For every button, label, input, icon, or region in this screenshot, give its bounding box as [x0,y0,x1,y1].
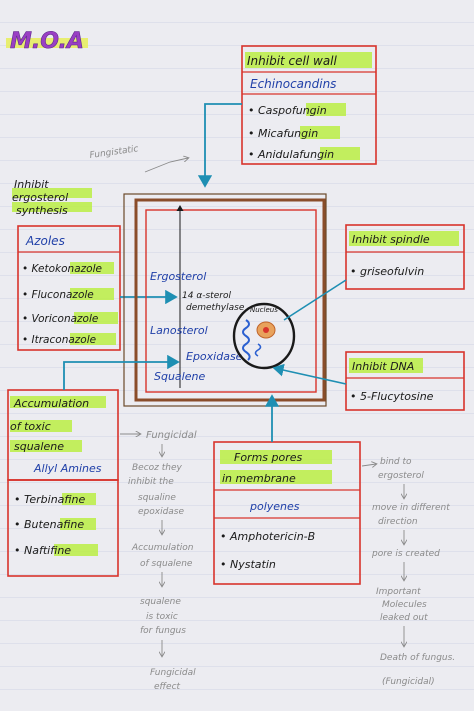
cell-outer-border [123,193,327,407]
arrow-allylamines [63,354,180,390]
arrow-cell-wall [197,103,242,188]
svg-text:is toxic: is toxic [146,612,178,622]
squalene-heading-3: squalene [14,440,64,453]
drug-flucytosine: • 5-Flucytosine [350,390,434,403]
svg-text:move in different: move in different [372,503,450,513]
page-title: M.O.A [10,29,84,54]
spindle-heading: Inhibit spindle [352,233,430,246]
pores-heading-1: Forms pores [234,451,303,464]
svg-text:ergosterol: ergosterol [378,471,424,481]
ergosterol-heading-2: ergosterol [12,191,68,204]
cell-membrane [145,209,317,393]
drug-amphotericin-b: • Amphotericin-B [220,530,315,543]
dna-strand-icon [242,319,251,361]
polyenes-label: polyenes [249,500,300,513]
enzyme-label-2: demethylase [186,303,245,313]
arrow-spindle [283,279,347,321]
drug-micafungin: • Micafungin [248,127,318,140]
arrow-dna [272,363,347,385]
ergosterol-heading-1: Inhibit [14,178,49,191]
fungicidal-steps: Becoz they inhibit the squaline epoxidas… [128,463,196,692]
svg-text:inhibit the: inhibit the [128,477,174,487]
svg-text:leaked out: leaked out [380,613,428,623]
dna-heading: Inhibit DNA [352,360,414,373]
drug-anidulafungin: • Anidulafungin [248,148,334,161]
svg-text:squalene: squalene [140,597,181,607]
svg-text:Molecules: Molecules [382,600,427,610]
allyl-amines-label: Allyl Amines [33,462,102,475]
svg-text:epoxidase: epoxidase [138,507,185,517]
cell-wall-box [241,45,377,165]
svg-text:Accumulation: Accumulation [131,543,194,553]
drug-fluconazole: • Fluconazole [22,289,94,301]
squalene-heading-1: Accumulation [13,397,89,410]
drug-caspofungin: • Caspofungin [248,104,327,117]
azoles-box [17,225,121,351]
epoxidase-label: Epoxidase [186,350,243,363]
allyl-amines-box [7,479,119,577]
enzyme-label-1: 14 α-sterol [182,291,231,301]
spindle-box [345,224,465,290]
title-highlight [6,38,88,48]
echinocandins-label: Echinocandins [250,77,336,91]
pores-heading-2: in membrane [222,472,296,485]
svg-text:(Fungicidal): (Fungicidal) [382,677,435,687]
svg-text:squaline: squaline [138,493,176,503]
svg-text:Death of fungus.: Death of fungus. [380,653,455,663]
svg-text:direction: direction [378,517,418,527]
fungistatic-arrow [144,158,188,173]
svg-text:Becoz they: Becoz they [132,463,183,473]
nucleus-label: Nucleus [250,306,278,314]
dna-box [345,351,465,411]
drug-griseofulvin: • griseofulvin [350,265,424,278]
cell-wall-heading-highlight [245,52,372,68]
svg-text:of squalene: of squalene [140,559,193,569]
svg-text:pore is created: pore is created [371,549,440,559]
svg-text:for fungus: for fungus [140,626,186,636]
pores-box [213,441,361,585]
svg-text:bind to: bind to [380,457,412,467]
drug-ketokonazole: • Ketokonazole [22,263,102,275]
squalene-label: Squalene [154,370,205,383]
fungicidal-label: Fungicidal [146,430,197,441]
fungistatic-note: Fungistatic [89,144,139,161]
drug-butenafine: • Butenafine [14,518,84,531]
svg-text:effect: effect [154,682,181,692]
drug-itraconazole: • Itraconazole [22,334,96,346]
cell-wall [134,198,326,402]
svg-text:Fungicidal: Fungicidal [150,668,196,678]
ergosterol-label: Ergosterol [150,270,206,283]
drug-voriconazole: • Voriconazole [22,313,98,325]
azoles-label: Azoles [25,234,65,248]
drug-naftifine: • Naftifine [14,544,71,557]
svg-text:Important: Important [376,587,421,597]
ergosterol-heading-3: synthesis [16,204,68,217]
polyene-steps: bind to ergosterol move in different dir… [371,457,455,687]
squalene-heading-2: of toxic [10,420,51,433]
cell-wall-heading: Inhibit cell wall [247,54,338,68]
drug-nystatin: • Nystatin [220,558,276,571]
drug-terbinafine: • Terbinafine [14,493,85,506]
lanosterol-label: Lanosterol [150,324,208,337]
nucleus [232,302,296,370]
